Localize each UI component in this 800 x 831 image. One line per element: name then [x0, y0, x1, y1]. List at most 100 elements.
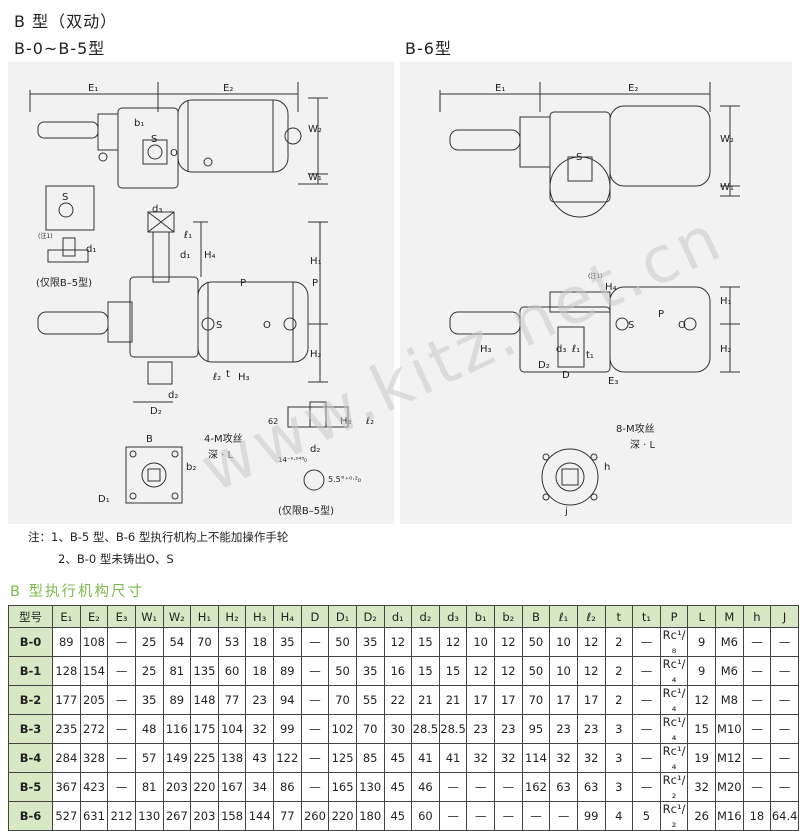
- table-cell: 32: [576, 743, 606, 773]
- table-cell: 108: [79, 627, 109, 657]
- table-cell: —: [494, 772, 523, 802]
- table-cell: 50: [328, 656, 357, 686]
- table-header-cell: d₂: [411, 605, 440, 628]
- table-cell: 57: [134, 743, 164, 773]
- table-cell: 15: [438, 656, 468, 686]
- table-model-cell: B-6: [8, 801, 53, 831]
- table-cell: 17: [494, 685, 523, 715]
- table-cell: M16: [715, 801, 744, 831]
- table-cell: 203: [190, 801, 219, 831]
- dim-l1-label: ℓ₁: [184, 230, 192, 241]
- flange-depth-label: 深 · L: [208, 449, 234, 461]
- table-cell: M10: [715, 714, 744, 744]
- table-header-cell: E₁: [52, 605, 81, 628]
- dim-l2-label: ℓ₂: [213, 372, 221, 383]
- table-cell: 12: [466, 656, 495, 686]
- table-cell: 99: [576, 801, 606, 831]
- b6-j-label: j: [564, 506, 568, 517]
- table-cell: M20: [715, 772, 744, 802]
- table-cell: 12: [576, 656, 606, 686]
- table-cell: 17: [466, 685, 495, 715]
- table-header-cell: 型号: [8, 605, 53, 628]
- table-cell: —: [770, 685, 799, 715]
- table-header-cell: P: [659, 605, 689, 628]
- port-s-label: S: [151, 134, 157, 145]
- table-cell: —: [632, 627, 661, 657]
- table-cell: 130: [355, 772, 385, 802]
- table-cell: 23: [549, 714, 578, 744]
- table-cell: 125: [328, 743, 357, 773]
- port-p-label-2: P: [312, 278, 318, 289]
- table-model-cell: B-5: [8, 772, 53, 802]
- b6-depth-label: 深 · L: [630, 439, 656, 451]
- table-cell: 260: [300, 801, 330, 831]
- dim-e2-label: E₂: [223, 83, 233, 94]
- table-cell: 10: [466, 627, 495, 657]
- table-cell: 18: [742, 801, 772, 831]
- dim-h4-label: H₄: [204, 250, 216, 261]
- table-cell: 95: [521, 714, 551, 744]
- left-drawing-panel: E₁ E₂ W₂ W₁ b₁ S O S (注1) d₁ (仅限B–5型) d₃…: [8, 62, 394, 524]
- key-only-b5: (仅限B–5型): [278, 504, 334, 517]
- table-cell: 158: [217, 801, 247, 831]
- table-cell: 5: [632, 801, 661, 831]
- table-cell: 35: [134, 685, 164, 715]
- table-cell: 54: [162, 627, 192, 657]
- table-cell: 15: [411, 627, 440, 657]
- table-cell: 267: [162, 801, 192, 831]
- table-cell: —: [742, 685, 772, 715]
- dim-D1-label: D₁: [98, 494, 110, 505]
- table-cell: 175: [190, 714, 219, 744]
- dim-b1-label: b₁: [134, 118, 144, 129]
- table-cell: —: [770, 627, 799, 657]
- table-cell: 45: [383, 743, 413, 773]
- table-cell: 60: [411, 801, 440, 831]
- table-cell: 89: [273, 656, 302, 686]
- table-cell: —: [438, 772, 468, 802]
- table-cell: M8: [715, 685, 744, 715]
- table-cell: 99: [273, 714, 302, 744]
- table-cell: 138: [217, 743, 247, 773]
- table-cell: 41: [438, 743, 468, 773]
- front-d2-label: d₂: [168, 390, 178, 401]
- b6-e2-label: E₂: [628, 83, 638, 94]
- table-cell: 116: [162, 714, 192, 744]
- table-cell: 60: [217, 656, 247, 686]
- front-d1-label: d₁: [180, 250, 190, 261]
- b6-d3-label: d₃: [556, 344, 566, 355]
- table-model-cell: B-0: [8, 627, 53, 657]
- table-cell: 30: [383, 714, 413, 744]
- table-cell: 177: [52, 685, 81, 715]
- table-cell: —: [438, 801, 468, 831]
- dim-D2-label: D₂: [150, 406, 162, 417]
- table-header-cell: W₂: [162, 605, 192, 628]
- table-cell: 10: [549, 627, 578, 657]
- table-cell: 32: [466, 743, 495, 773]
- right-drawing-panel: E₁ E₂ W₂ W₁ S (注1) H₄ H₁ H₂ S P O H₃ d₃ …: [400, 62, 792, 524]
- port-o-label: O: [170, 148, 178, 159]
- table-cell: 48: [134, 714, 164, 744]
- key-tolerance-label: 14⁻⁰·⁰⁴³₀: [278, 456, 307, 464]
- table-cell: 21: [438, 685, 468, 715]
- table-cell: 9: [687, 627, 716, 657]
- table-header-cell: b₁: [466, 605, 495, 628]
- dim-w2-label: W₂: [308, 124, 322, 135]
- table-header-cell: H₃: [245, 605, 274, 628]
- table-cell: —: [300, 714, 330, 744]
- table-cell: 130: [134, 801, 164, 831]
- dim-b2-label: b₂: [186, 462, 196, 473]
- b6-e1-label: E₁: [495, 83, 505, 94]
- table-cell: 94: [273, 685, 302, 715]
- table-cell: 205: [79, 685, 109, 715]
- key-d2-label: d₂: [310, 444, 320, 455]
- table-cell: 235: [52, 714, 81, 744]
- table-cell: 43: [245, 743, 274, 773]
- table-header-cell: J: [770, 605, 799, 628]
- table-cell: 22: [383, 685, 413, 715]
- table-cell: 148: [190, 685, 219, 715]
- table-cell: 225: [190, 743, 219, 773]
